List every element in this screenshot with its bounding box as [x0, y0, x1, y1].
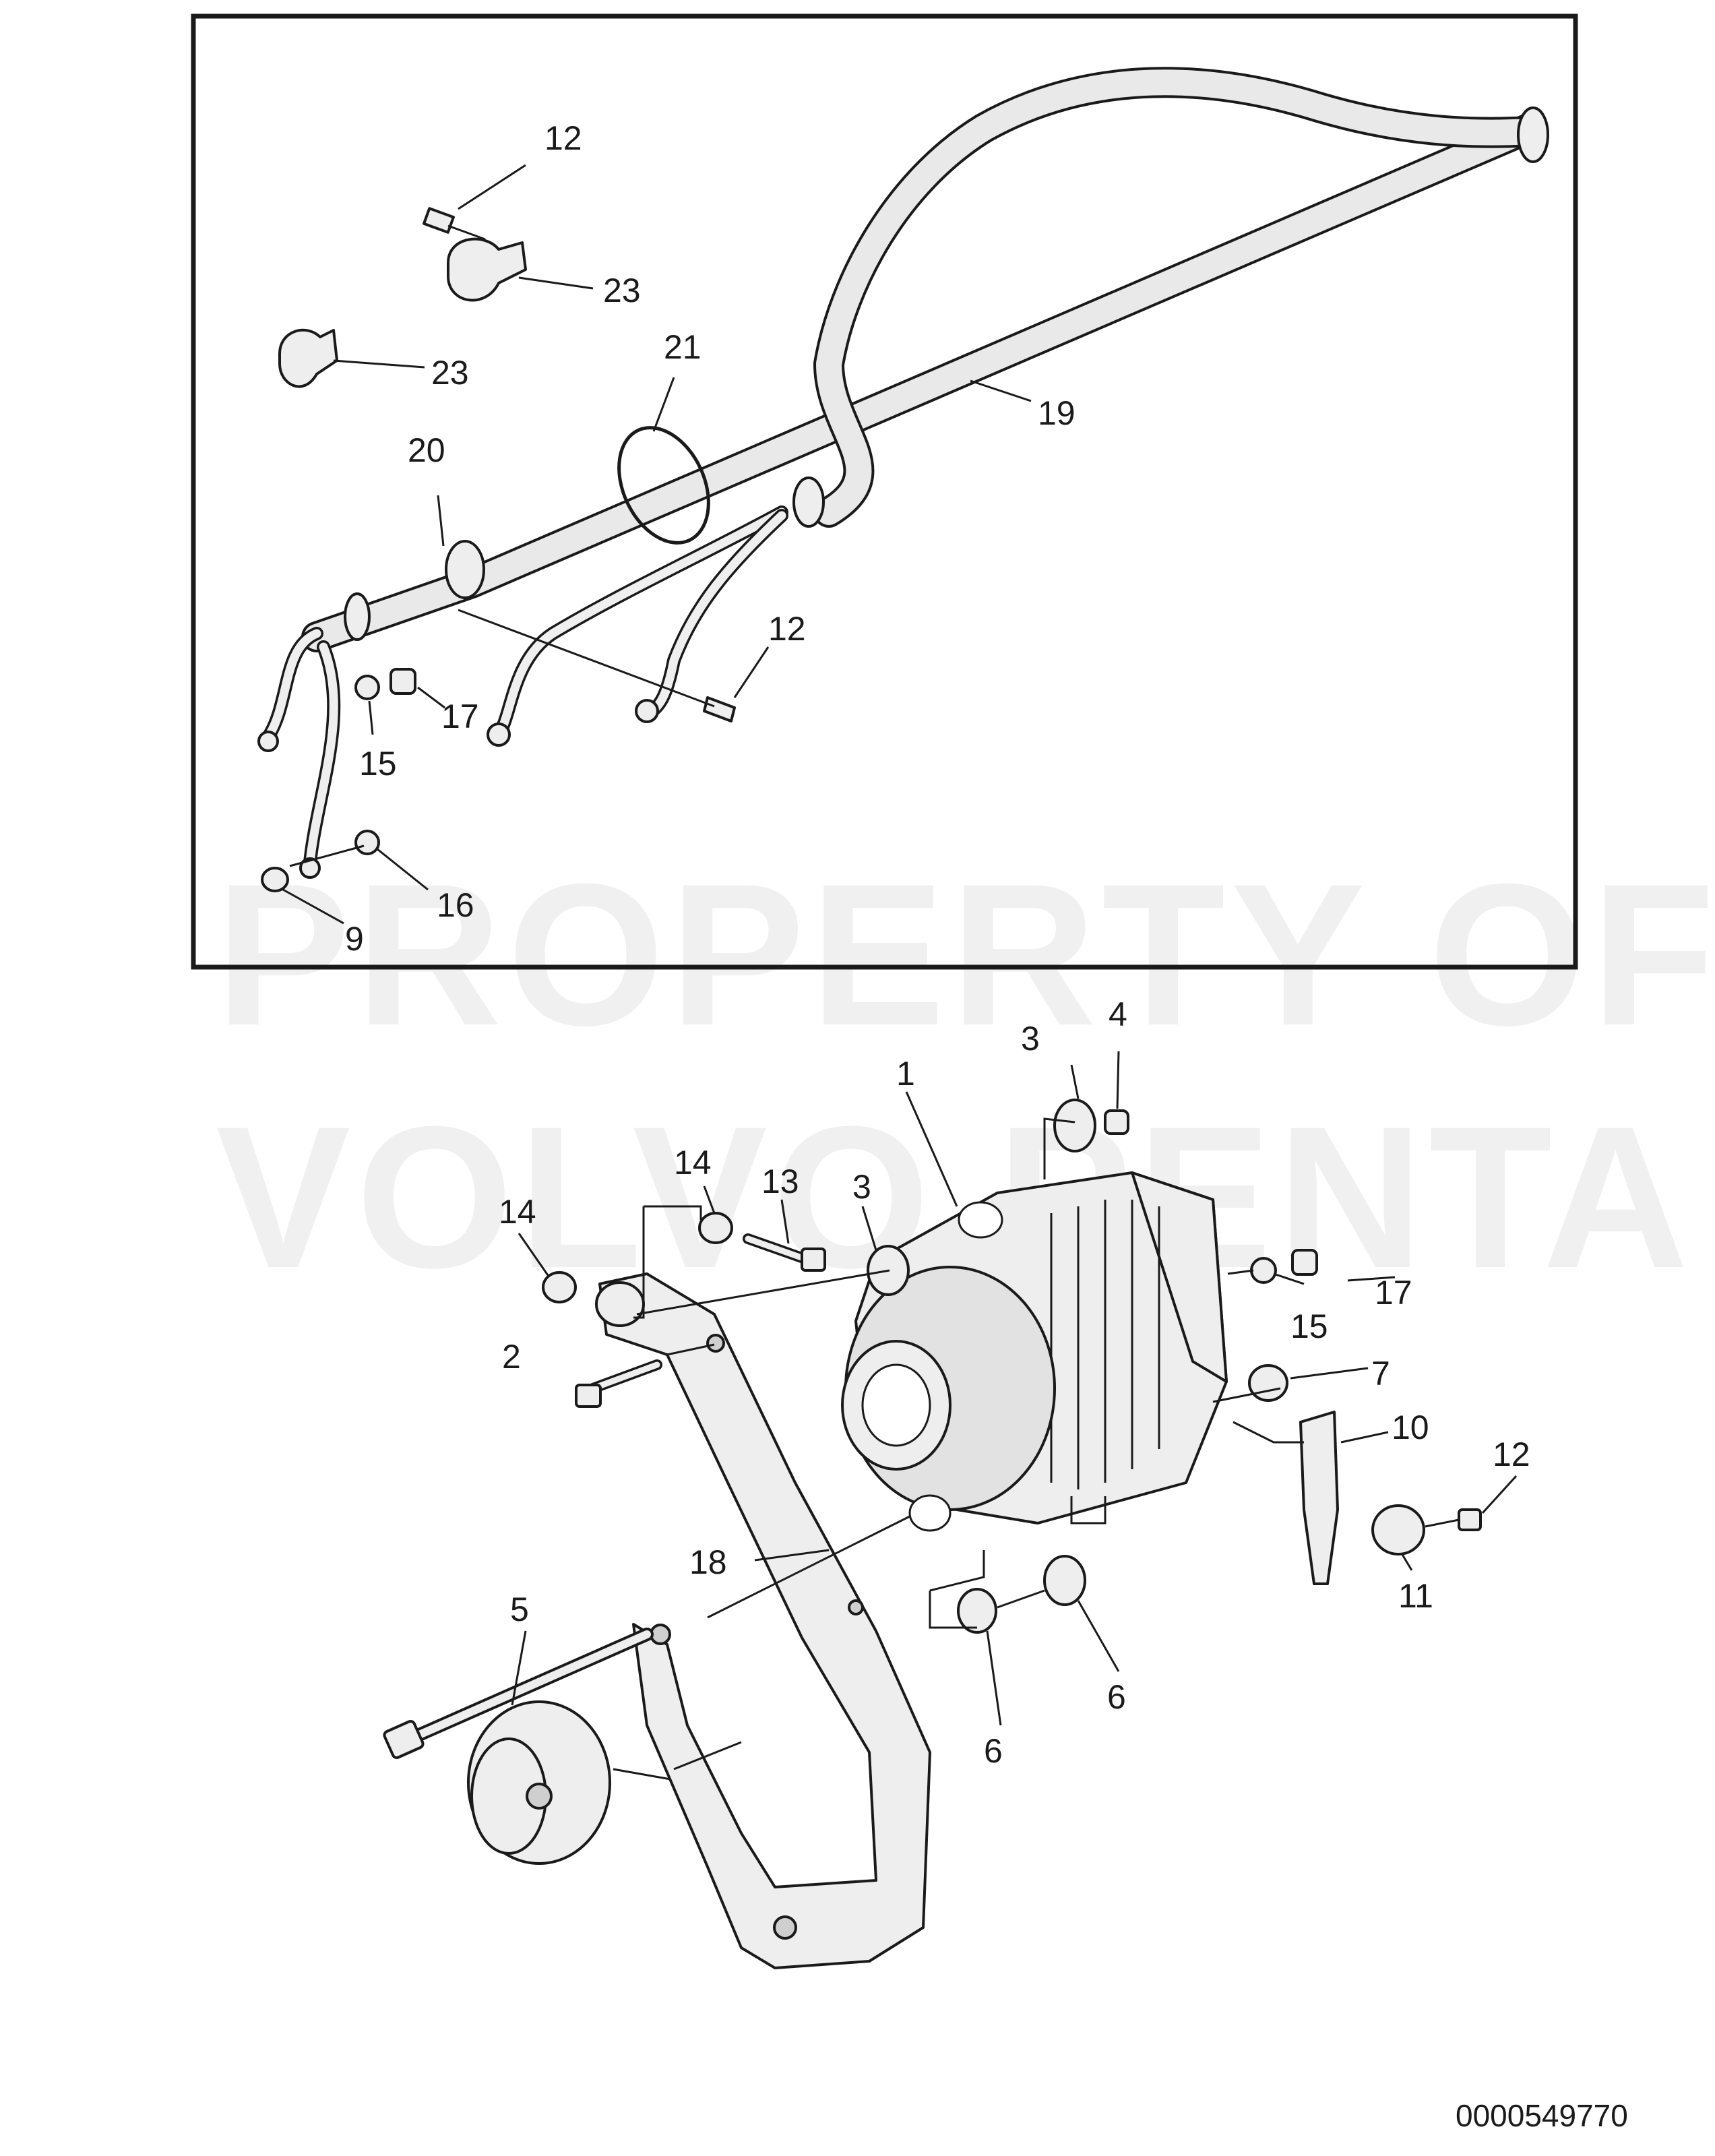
callout-23: 23 [431, 354, 469, 392]
coolant-hose-upper [813, 67, 1545, 528]
cable-lug [635, 699, 659, 723]
bottom-callouts: 3 4 1 14 13 3 14 17 15 2 7 10 12 11 18 5… [499, 995, 1530, 1770]
sleeve-20 [445, 540, 485, 599]
bracket-ear [595, 1281, 645, 1327]
cable-lug [257, 731, 279, 752]
clamp-23-top [447, 237, 527, 302]
watermark-line-1: PROPERTY OF [216, 841, 1715, 1068]
washer-14a [698, 1212, 733, 1244]
bolt-13 [743, 1233, 826, 1272]
nut-16-top [354, 830, 380, 855]
nut-17 [1291, 1249, 1318, 1276]
callout-2: 2 [502, 1338, 521, 1376]
nut-15-top [354, 675, 380, 700]
callout-5: 5 [510, 1591, 529, 1628]
callout-17: 17 [441, 698, 479, 735]
callout-6: 6 [984, 1732, 1003, 1770]
callout-18: 18 [689, 1543, 727, 1581]
callout-15: 15 [359, 745, 397, 782]
callout-11: 11 [1398, 1577, 1433, 1615]
callout-12: 12 [1493, 1436, 1530, 1473]
callout-3: 3 [1021, 1020, 1040, 1057]
cable-lug [487, 722, 511, 747]
callout-12: 12 [768, 610, 806, 648]
coolant-pipe-19 [301, 113, 1545, 652]
sleeve-end [344, 592, 371, 641]
bracket-hole [650, 1624, 671, 1645]
nut-15 [1250, 1257, 1277, 1284]
nut-4 [1104, 1109, 1129, 1135]
bolt-2 [575, 1359, 662, 1408]
bolt-5 [383, 1628, 654, 1760]
hose-coupling [792, 476, 825, 528]
callout-16: 16 [437, 886, 474, 924]
callout-10: 10 [1392, 1409, 1429, 1446]
bracket-hole [848, 1599, 864, 1615]
bracket-hole [706, 1334, 725, 1353]
nut-17-top [389, 668, 416, 695]
hose-clamp-21 [617, 426, 710, 545]
callout-6: 6 [1107, 1678, 1126, 1716]
spacer-3b [1053, 1099, 1096, 1152]
callout-21: 21 [664, 328, 701, 366]
callout-1: 1 [896, 1055, 915, 1092]
callout-4: 4 [1109, 995, 1127, 1033]
spacer-6b [1043, 1555, 1086, 1606]
callout-12: 12 [544, 119, 582, 157]
callout-3: 3 [852, 1168, 871, 1206]
fuse-holder-10 [1299, 1411, 1339, 1585]
callout-9: 9 [345, 920, 364, 958]
callout-14: 14 [499, 1193, 536, 1231]
clamp-23-left [278, 328, 338, 388]
cable-harness-top [263, 505, 788, 869]
callout-13: 13 [761, 1163, 799, 1200]
bottom-leaders [511, 1051, 1518, 1781]
callout-15: 15 [1290, 1307, 1328, 1345]
spacer-6a [957, 1588, 997, 1634]
hose-end-cap [1517, 106, 1549, 163]
grommet-11 [1371, 1504, 1425, 1556]
document-id: 0000549770 [1456, 2098, 1628, 2133]
callout-20: 20 [408, 431, 445, 469]
idler-pulley [467, 1700, 611, 1865]
cable-lug [299, 857, 321, 879]
callout-19: 19 [1038, 394, 1075, 432]
alternator-1 [841, 1171, 1228, 1532]
alternator-fins [1050, 1200, 1160, 1489]
bolt-12-top [423, 207, 486, 241]
washer-14b [542, 1271, 577, 1303]
bolt-12-bottom [1458, 1508, 1482, 1531]
callout-7: 7 [1371, 1355, 1390, 1392]
nut-7 [1248, 1364, 1288, 1402]
callout-17: 17 [1375, 1274, 1412, 1312]
bolt-12-mid [703, 696, 736, 722]
bracket-hole [773, 1915, 797, 1940]
top-callouts: 12 23 23 21 19 20 12 17 15 16 9 [345, 119, 1075, 958]
washer-9-top [261, 867, 289, 892]
inset-frame [191, 13, 1578, 970]
callout-14: 14 [674, 1144, 712, 1181]
top-leaders [282, 164, 1032, 925]
callout-23: 23 [603, 272, 641, 309]
